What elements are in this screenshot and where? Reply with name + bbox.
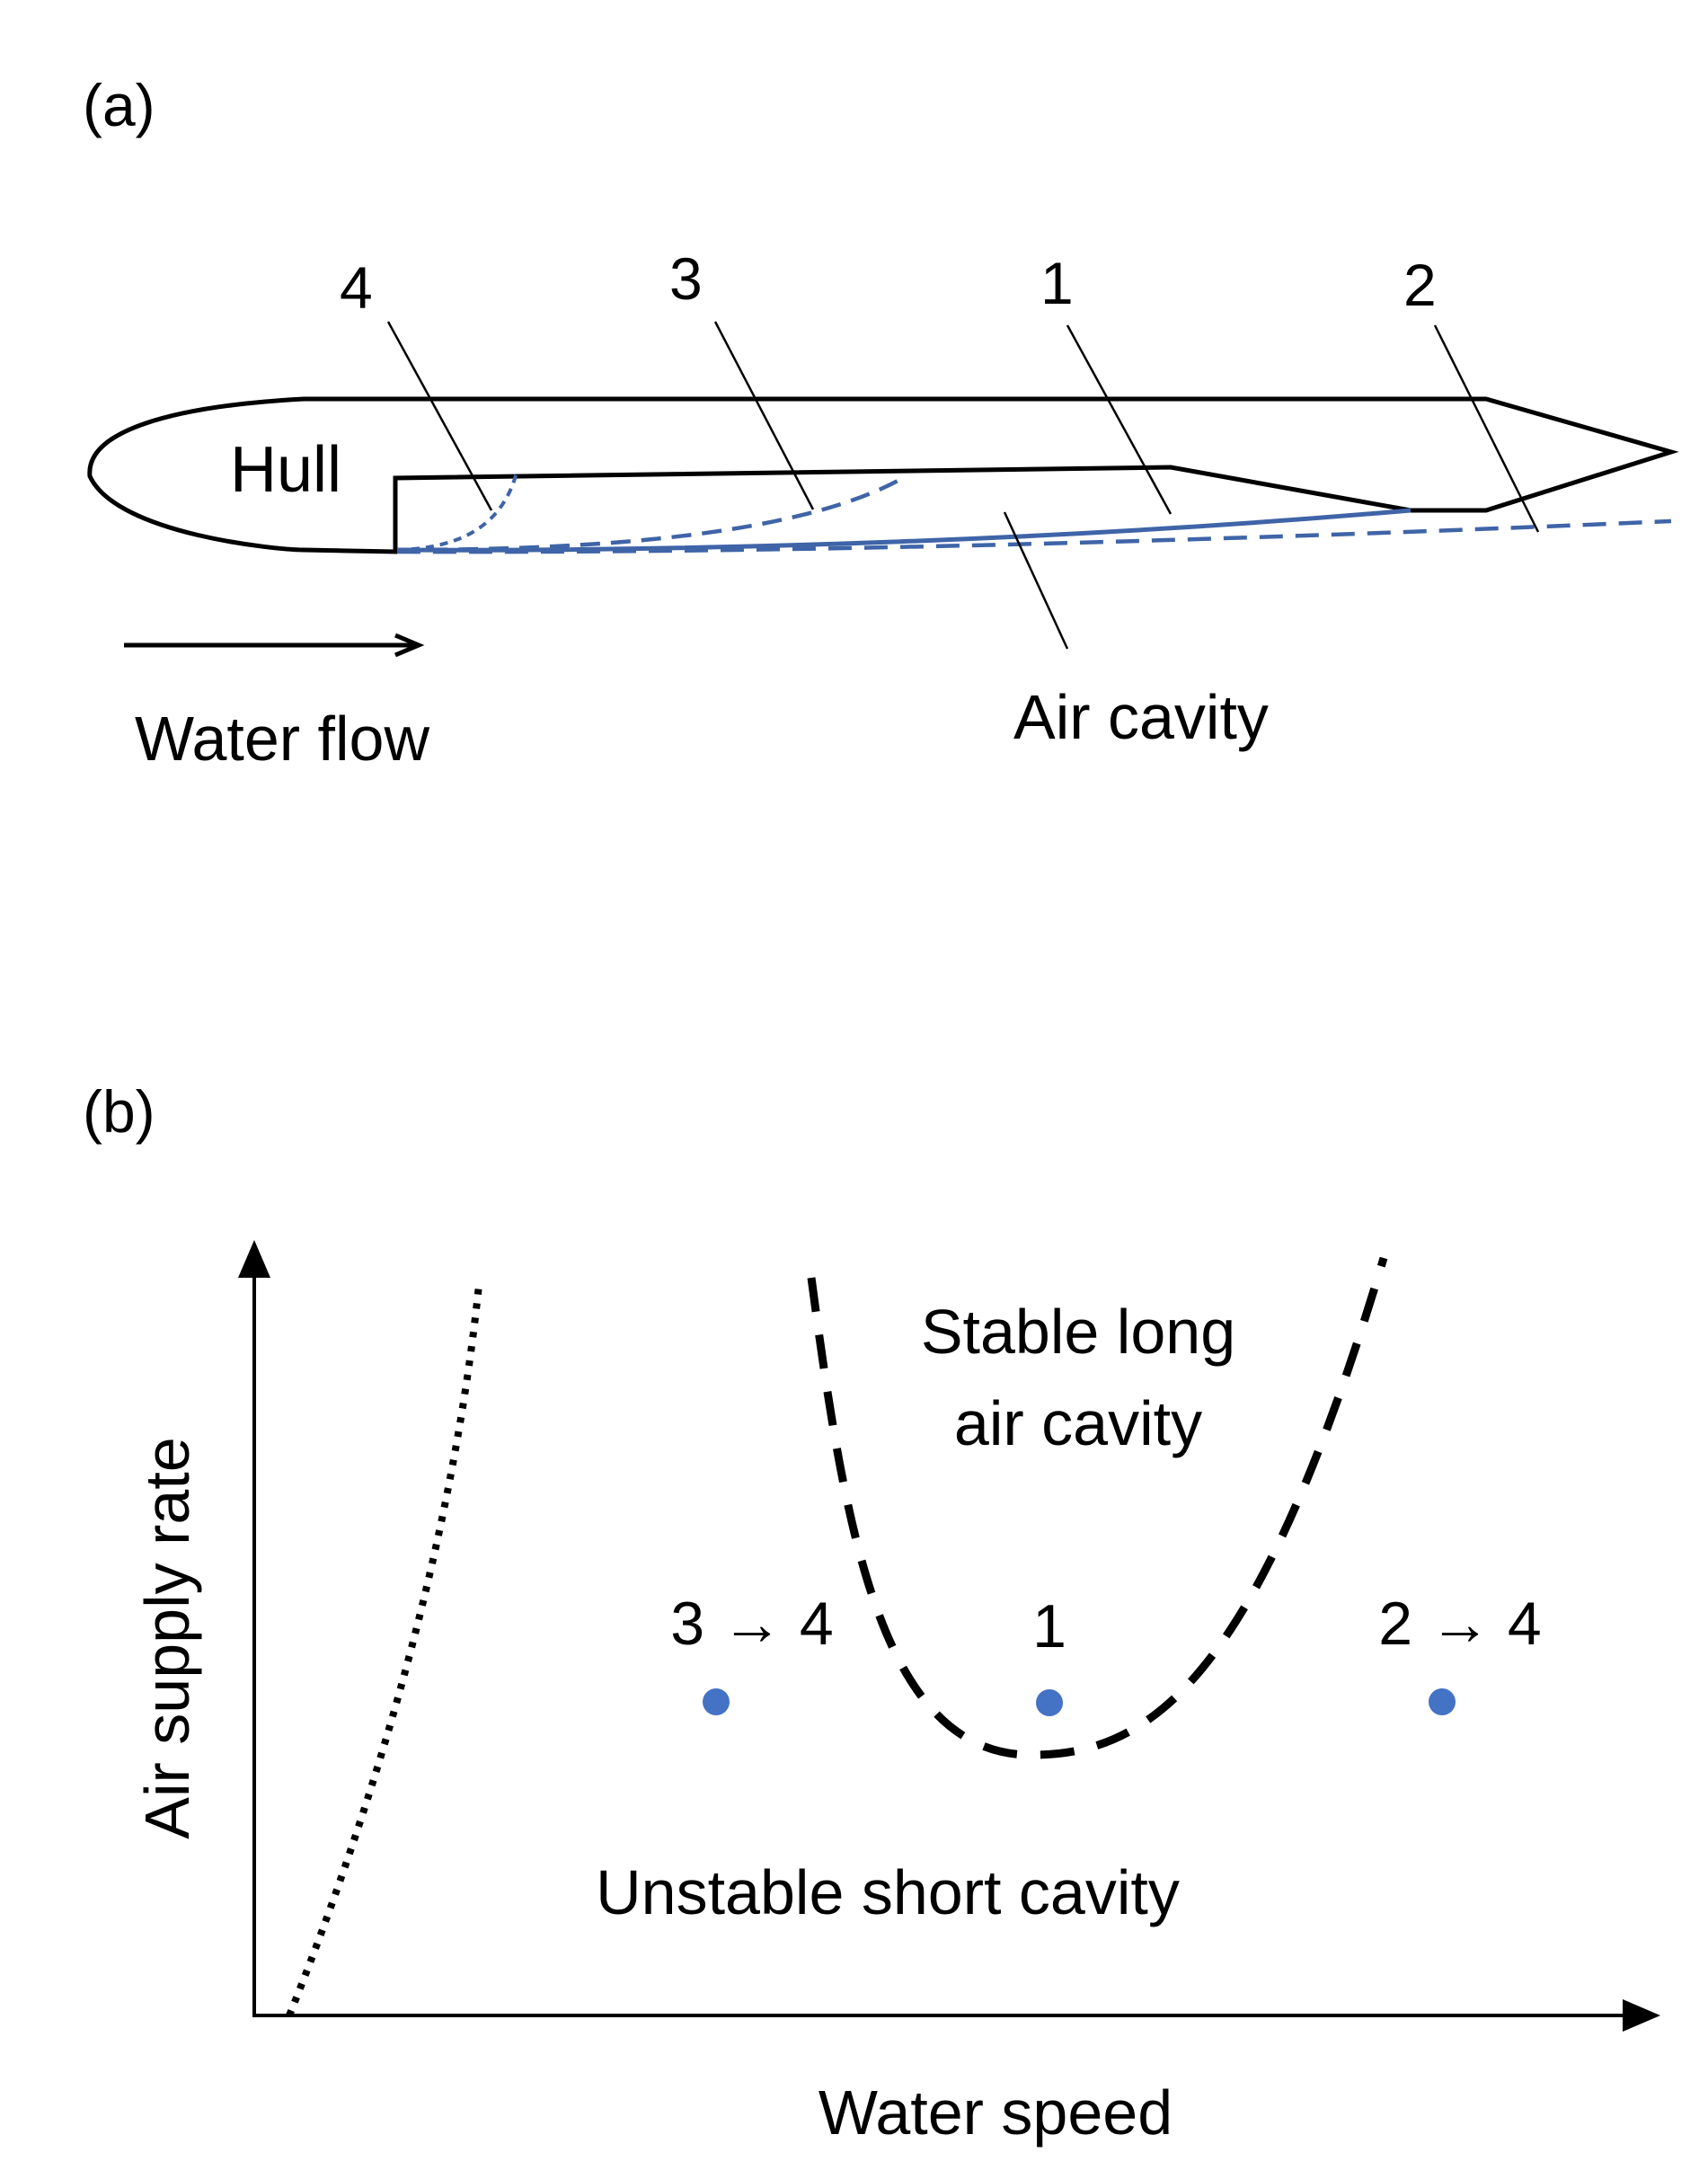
callout-2-leader: [1433, 324, 1540, 533]
panel-b-label: (b): [83, 1078, 155, 1145]
hull-label: Hull: [230, 434, 341, 506]
operating-point-1: [1036, 1689, 1063, 1716]
operating-point-3-4: [703, 1688, 730, 1715]
operating-point-2-4: [1429, 1688, 1456, 1715]
water-flow-arrowhead: [394, 633, 425, 658]
cavity-profile-1: [396, 508, 1412, 553]
air-cavity-label: Air cavity: [1013, 682, 1269, 752]
callout-2: 2: [1403, 252, 1437, 318]
point-label-1: 1: [1032, 1592, 1066, 1661]
stable-region-label-line1: Stable long: [921, 1297, 1235, 1367]
callout-4: 4: [340, 254, 373, 321]
callout-4-leader: [386, 321, 493, 511]
hull-outline: [87, 396, 1679, 554]
point-label-2-4: 2 → 4: [1378, 1590, 1541, 1658]
callout-3-leader: [713, 321, 815, 510]
callout-1: 1: [1040, 250, 1074, 316]
x-axis-arrowhead: [1623, 1999, 1660, 2032]
cavity-profile-2: [396, 518, 1672, 554]
callout-3: 3: [669, 245, 703, 312]
stability-boundary-curve: [807, 1256, 1388, 1759]
water-flow-label: Water flow: [135, 704, 429, 774]
point-label-3-4: 3 → 4: [670, 1590, 833, 1658]
x-axis-label: Water speed: [819, 2077, 1173, 2148]
callout-1-leader: [1066, 324, 1173, 515]
cavity-profile-3: [396, 476, 905, 553]
dotted-boundary-curve: [286, 1284, 482, 2017]
cavity-profile-4: [396, 472, 518, 552]
y-axis-arrowhead: [238, 1240, 270, 1278]
stable-region-label-line2: air cavity: [954, 1388, 1202, 1458]
unstable-region-label: Unstable short cavity: [596, 1857, 1180, 1927]
y-axis-label: Air supply rate: [132, 1437, 202, 1838]
air-cavity-leader: [1003, 511, 1069, 650]
panel-a-label: (a): [83, 72, 155, 138]
